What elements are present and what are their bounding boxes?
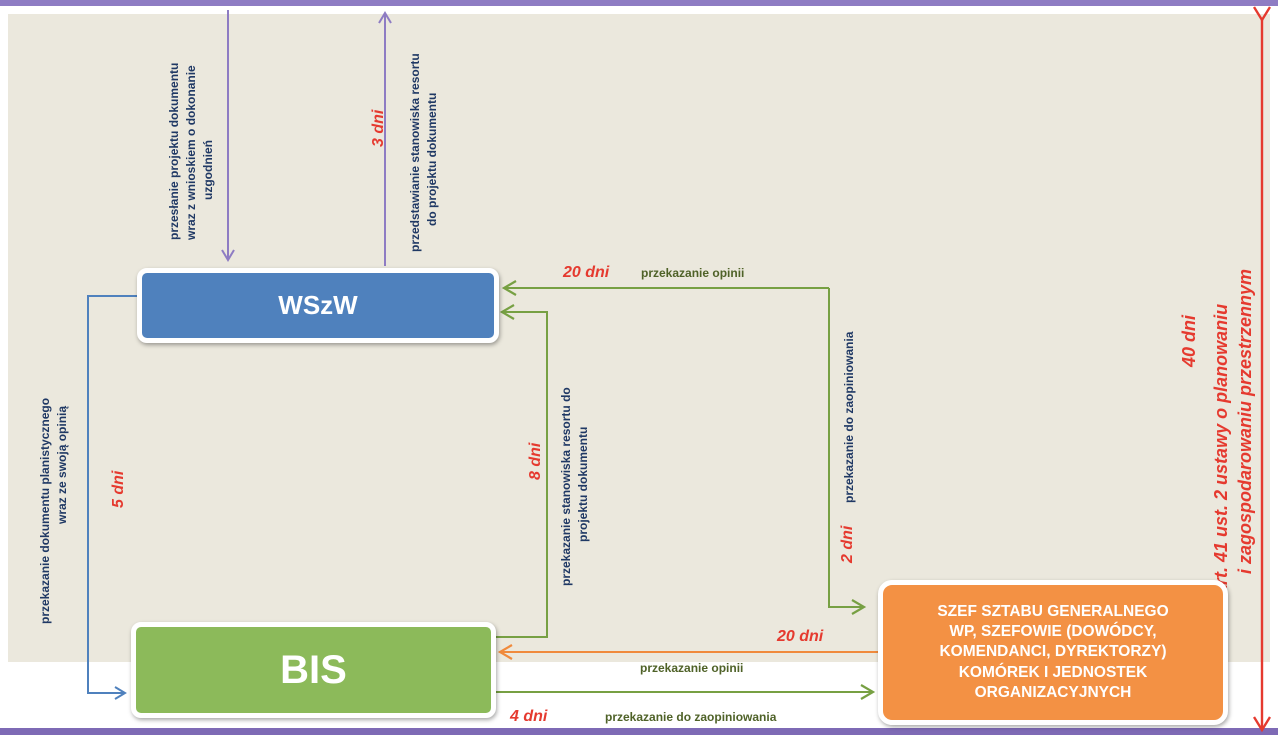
szef-line-4: KOMÓREK I JEDNOSTEK <box>958 663 1148 681</box>
wszw-to-bis-label: przekazanie dokumentu planistycznego wra… <box>38 395 69 624</box>
szef-to-wszw-label: przekazanie opinii <box>641 266 744 280</box>
szef-node: SZEF SZTABU GENERALNEGO WP, SZEFOWIE (DO… <box>878 580 1228 725</box>
bis-to-wszw-label: przekazanie stanowiska resortu do projek… <box>559 384 590 586</box>
szef-to-bis-days: 20 dni <box>776 628 824 645</box>
incoming-label: przesłanie projektu dokumentu wraz z wni… <box>167 59 215 241</box>
outgoing-days: 3 dni <box>370 109 387 147</box>
bottom-border-line <box>0 728 1278 735</box>
wszw-node: WSzW <box>137 268 499 343</box>
bis-to-wszw-days: 8 dni <box>527 442 544 480</box>
total-law: – art. 41 ust. 2 ustawy o planowaniu i z… <box>1211 269 1255 610</box>
wszw-to-szef-arrow <box>828 288 867 615</box>
bis-node-label: BIS <box>280 647 347 692</box>
bis-to-szef-label: przekazanie do zaopiniowania <box>605 710 777 724</box>
szef-to-bis-label: przekazanie opinii <box>640 661 743 675</box>
wszw-node-label: WSzW <box>278 290 358 320</box>
wszw-to-bis-days: 5 dni <box>110 470 127 508</box>
total-days: 40 dni <box>1179 314 1199 368</box>
wszw-to-bis-arrow <box>87 295 137 700</box>
szef-line-2: WP, SZEFOWIE (DOWÓDCY, <box>949 623 1157 641</box>
bis-to-szef-days: 4 dni <box>509 708 548 725</box>
wszw-to-szef-label: przekazanie do zaopiniowania <box>842 331 856 503</box>
bis-node: BIS <box>131 622 496 718</box>
bis-to-wszw-arrow <box>494 304 548 638</box>
szef-line-1: SZEF SZTABU GENERALNEGO <box>937 603 1169 621</box>
szef-line-5: ORGANIZACYJNYCH <box>974 683 1132 701</box>
szef-node-label: SZEF SZTABU GENERALNEGO WP, SZEFOWIE (DO… <box>937 602 1168 703</box>
top-border-line <box>0 0 1278 6</box>
szef-line-3: KOMENDANCI, DYREKTORZY) <box>939 643 1167 661</box>
wszw-to-szef-days: 2 dni <box>839 525 856 564</box>
szef-to-wszw-days: 20 dni <box>562 264 610 281</box>
outgoing-label: przedstawianie stanowiska resortu do pro… <box>408 50 439 252</box>
